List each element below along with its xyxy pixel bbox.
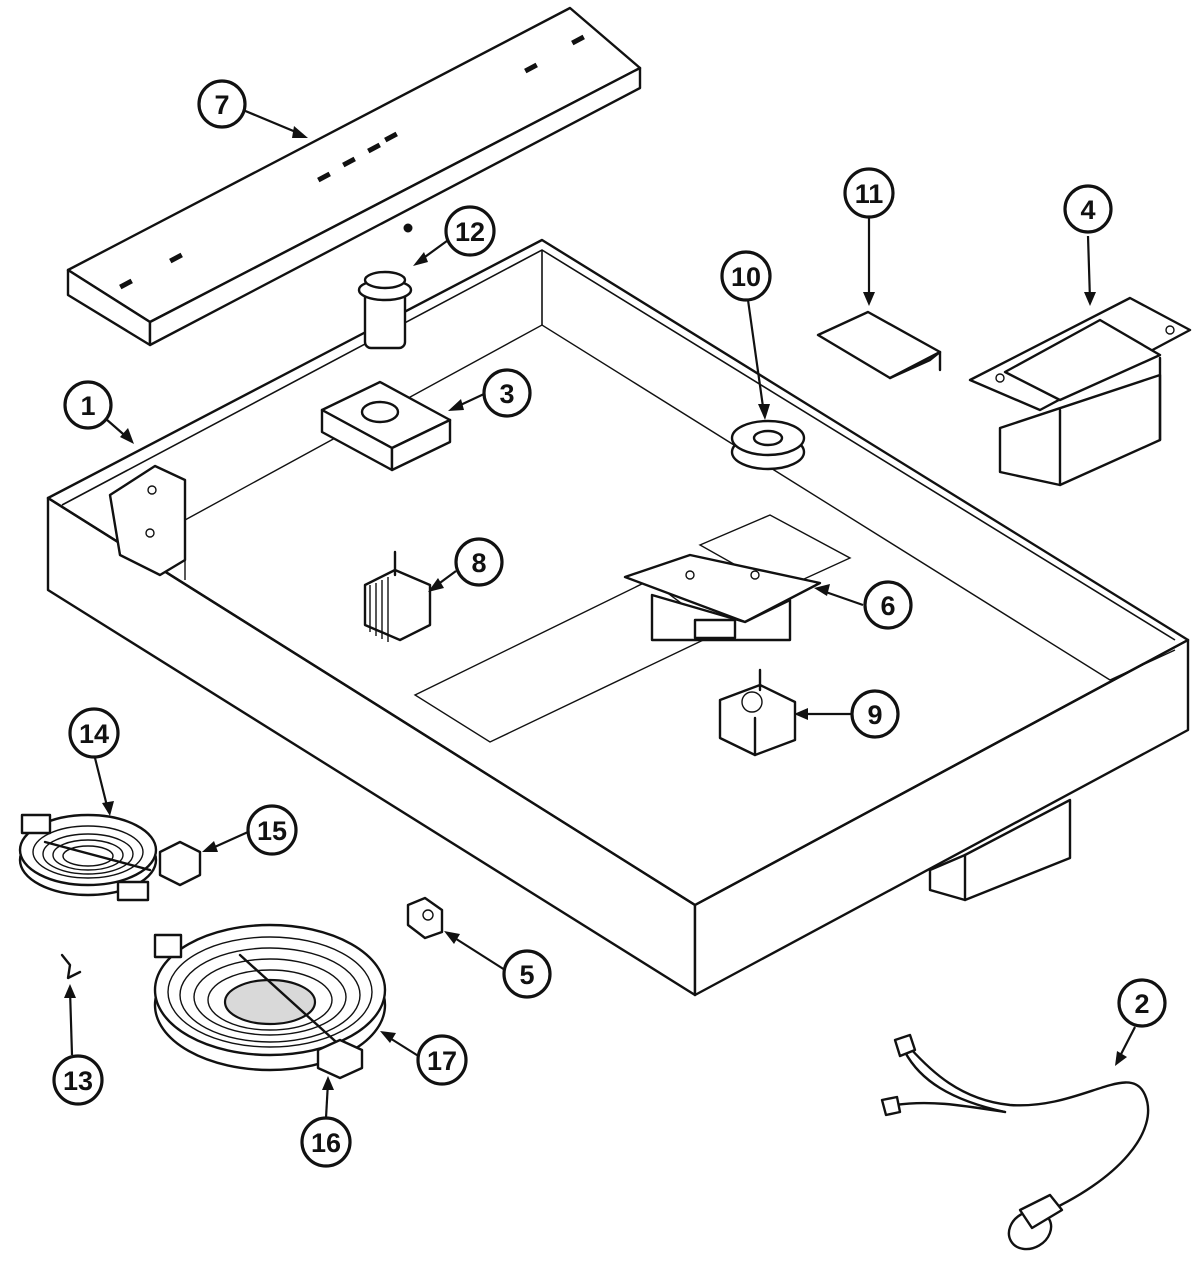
callout-9-label: 9	[867, 700, 882, 730]
callout-16-label: 16	[311, 1128, 341, 1158]
callout-15-label: 15	[257, 816, 287, 846]
part-base-tray	[46, 238, 1190, 997]
callout-17-label: 17	[427, 1046, 457, 1076]
callout-4: 4	[1063, 184, 1113, 234]
part-control-strip	[66, 6, 642, 347]
part-switch	[718, 668, 797, 757]
callout-12-label: 12	[455, 217, 485, 247]
callout-7-label: 7	[214, 90, 229, 120]
callout-3-label: 3	[499, 379, 514, 409]
callout-10: 10	[720, 250, 772, 302]
part-wire-harness	[880, 1033, 1150, 1251]
leader-lines	[64, 108, 1136, 1119]
part-bracket-plate	[320, 380, 452, 472]
part-limiter	[158, 840, 202, 887]
callout-7: 7	[197, 79, 247, 129]
callout-8: 8	[454, 537, 504, 587]
callout-14: 14	[68, 707, 120, 759]
callout-5: 5	[502, 949, 552, 999]
callout-5-label: 5	[519, 960, 534, 990]
callout-9: 9	[850, 689, 900, 739]
callout-6-label: 6	[880, 591, 895, 621]
part-motor	[357, 223, 413, 350]
callout-10-label: 10	[731, 262, 761, 292]
part-board-bracket	[623, 553, 822, 642]
callout-16: 16	[300, 1116, 352, 1168]
part-heat-sink	[363, 550, 432, 642]
part-grommet	[730, 419, 806, 471]
part-junction-box	[968, 296, 1192, 487]
part-small-element	[18, 813, 158, 902]
callout-8-label: 8	[471, 548, 486, 578]
callout-6: 6	[863, 580, 913, 630]
callout-11-label: 11	[855, 179, 884, 209]
callout-4-label: 4	[1080, 195, 1095, 225]
callout-2: 2	[1117, 978, 1167, 1028]
part-terminal	[316, 1038, 364, 1080]
part-large-element	[153, 923, 387, 1072]
callout-17: 17	[416, 1034, 468, 1086]
callout-13: 13	[52, 1054, 104, 1106]
part-clip	[406, 896, 444, 940]
callout-11: 11	[843, 167, 895, 219]
callout-3: 3	[482, 368, 532, 418]
callout-1-label: 1	[80, 391, 95, 421]
part-small-bracket	[60, 953, 82, 980]
callout-14-label: 14	[79, 719, 109, 749]
callout-1: 1	[63, 380, 113, 430]
callout-12: 12	[444, 205, 496, 257]
callout-2-label: 2	[1134, 989, 1149, 1019]
callout-15: 15	[246, 804, 298, 856]
callout-13-label: 13	[63, 1066, 93, 1096]
part-small-plate	[816, 310, 942, 380]
